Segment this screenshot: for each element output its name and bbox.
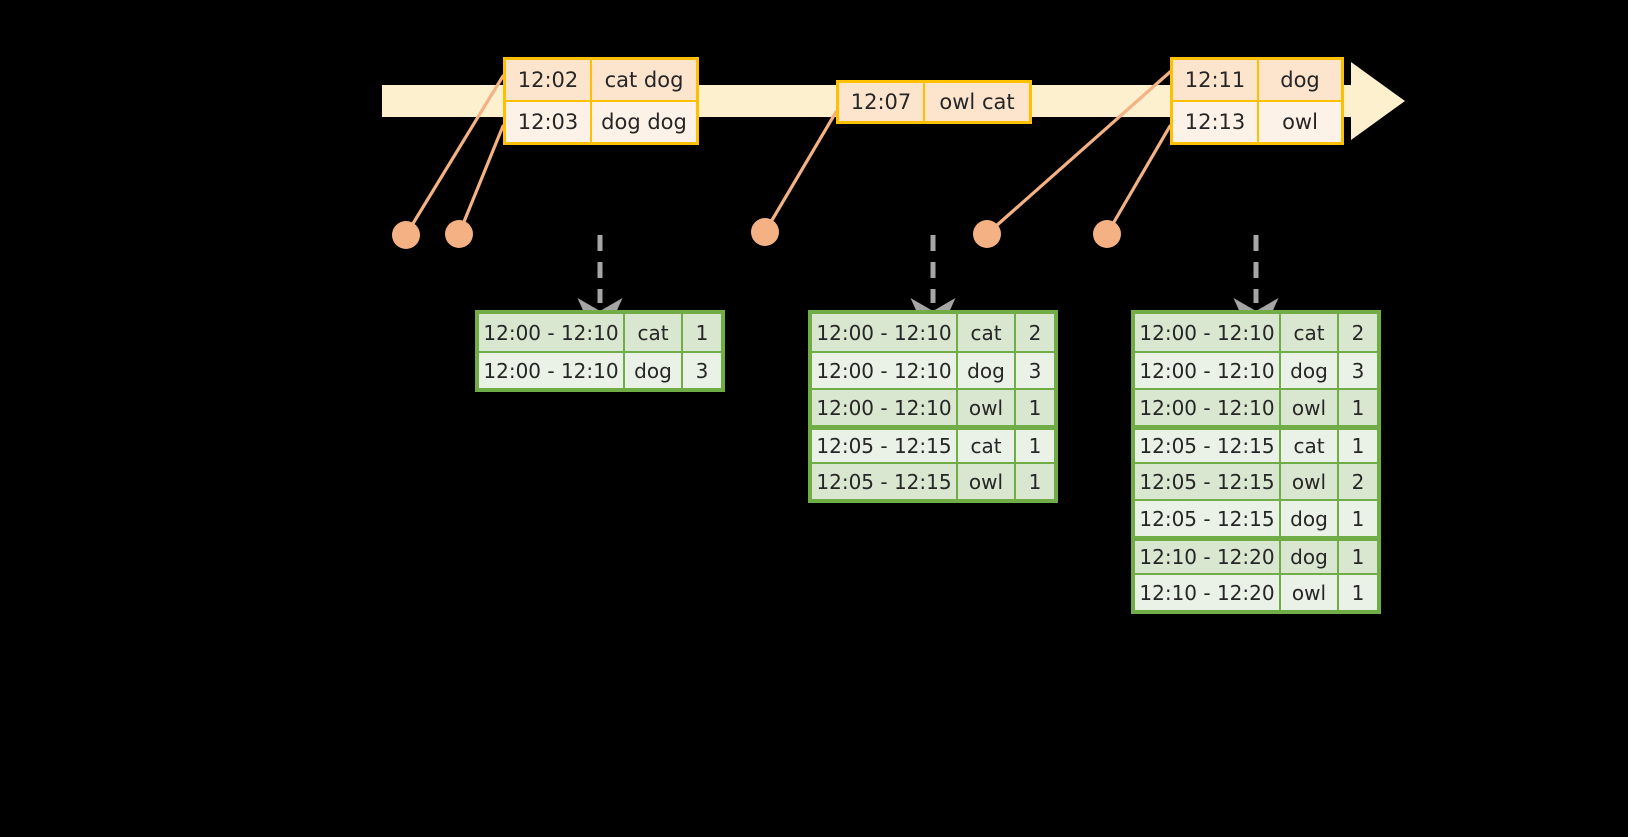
event-dot-1202: [392, 221, 420, 249]
table-cell-count: 1: [683, 314, 721, 351]
table-cell-window: 12:05 - 12:15: [812, 464, 958, 499]
event-words: owl: [1259, 102, 1341, 142]
table-cell-key: dog: [1281, 541, 1339, 573]
event-dots: [392, 218, 1121, 249]
event-time: 12:02: [506, 60, 592, 100]
event-time: 12:03: [506, 102, 592, 142]
event-box-3[interactable]: 12:11 dog 12:13 owl: [1170, 57, 1344, 145]
table-cell-window: 12:05 - 12:15: [1135, 430, 1281, 462]
table-cell-key: dog: [625, 353, 683, 388]
table-cell-window: 12:05 - 12:15: [1135, 464, 1281, 499]
event-dot-1213: [1093, 220, 1121, 248]
table-cell-key: owl: [1281, 390, 1339, 425]
event-dot-1203: [445, 220, 473, 248]
connector-line-1213: [1105, 124, 1172, 236]
table-cell-key: cat: [1281, 430, 1339, 462]
event-row: 12:03 dog dog: [506, 100, 696, 142]
event-words: cat dog: [592, 60, 696, 100]
connector-line-1202: [404, 74, 505, 237]
event-words: owl cat: [925, 83, 1029, 121]
table-cell-key: cat: [1281, 314, 1339, 351]
table-cell-count: 3: [1339, 353, 1377, 388]
table-cell-count: 1: [1016, 464, 1054, 499]
table-cell-count: 1: [1339, 390, 1377, 425]
table-cell-window: 12:10 - 12:20: [1135, 575, 1281, 610]
table-cell-key: cat: [625, 314, 683, 351]
table-cell-window: 12:00 - 12:10: [812, 314, 958, 351]
table-cell-window: 12:00 - 12:10: [1135, 353, 1281, 388]
table-cell-count: 1: [1016, 390, 1054, 425]
table-cell-key: owl: [958, 464, 1016, 499]
table-cell-window: 12:00 - 12:10: [479, 353, 625, 388]
event-row: 12:07 owl cat: [839, 83, 1029, 121]
event-box-1[interactable]: 12:02 cat dog 12:03 dog dog: [503, 57, 699, 145]
table-cell-window: 12:05 - 12:15: [1135, 501, 1281, 536]
table-cell-window: 12:00 - 12:10: [812, 353, 958, 388]
connector-line-1207: [763, 110, 838, 234]
table-cell-count: 1: [1339, 541, 1377, 573]
table-cell-count: 3: [683, 353, 721, 388]
table-cell-key: owl: [958, 390, 1016, 425]
table-cell-key: owl: [1281, 464, 1339, 499]
emit-arrows: [577, 235, 1279, 348]
event-row: 12:13 owl: [1173, 100, 1341, 142]
table-cell-window: 12:00 - 12:10: [812, 390, 958, 425]
connector-line-1203: [457, 124, 505, 236]
table-cell-count: 1: [1339, 575, 1377, 610]
table-cell-count: 3: [1016, 353, 1054, 388]
table-cell-count: 2: [1339, 314, 1377, 351]
event-dot-1207: [751, 218, 779, 246]
event-time: 12:13: [1173, 102, 1259, 142]
event-dot-1211: [973, 220, 1001, 248]
table-cell-window: 12:10 - 12:20: [1135, 541, 1281, 573]
event-row: 12:02 cat dog: [506, 60, 696, 100]
event-words: dog: [1259, 60, 1341, 100]
event-box-2[interactable]: 12:07 owl cat: [836, 80, 1032, 124]
table-cell-window: 12:00 - 12:10: [1135, 390, 1281, 425]
table-cell-count: 2: [1339, 464, 1377, 499]
table-cell-count: 1: [1016, 430, 1054, 462]
table-cell-key: dog: [1281, 501, 1339, 536]
table-cell-key: cat: [958, 314, 1016, 351]
table-cell-count: 1: [1339, 501, 1377, 536]
table-cell-key: cat: [958, 430, 1016, 462]
event-row: 12:11 dog: [1173, 60, 1341, 100]
table-cell-window: 12:05 - 12:15: [812, 430, 958, 462]
event-words: dog dog: [592, 102, 696, 142]
table-cell-count: 1: [1339, 430, 1377, 462]
table-cell-key: owl: [1281, 575, 1339, 610]
table-cell-window: 12:00 - 12:10: [479, 314, 625, 351]
table-cell-window: 12:00 - 12:10: [1135, 314, 1281, 351]
table-cell-count: 2: [1016, 314, 1054, 351]
table-cell-key: dog: [1281, 353, 1339, 388]
event-time: 12:07: [839, 83, 925, 121]
table-cell-key: dog: [958, 353, 1016, 388]
event-time: 12:11: [1173, 60, 1259, 100]
